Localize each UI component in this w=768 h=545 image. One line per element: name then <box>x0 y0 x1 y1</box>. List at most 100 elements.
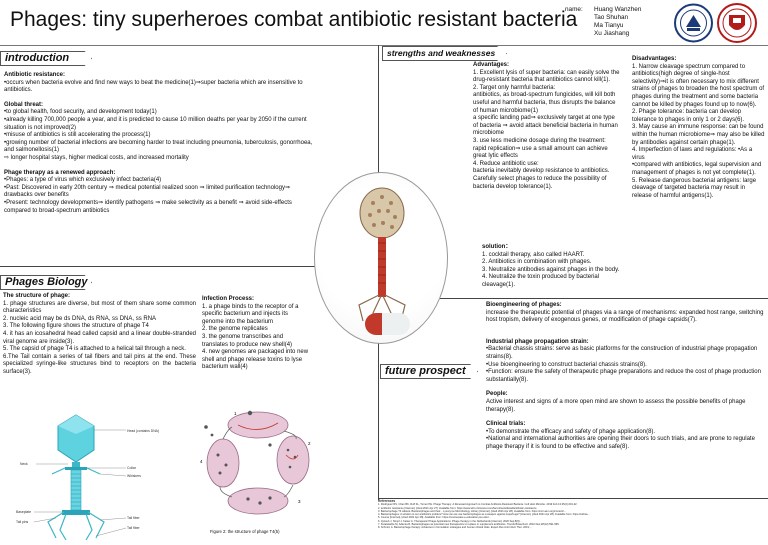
disadvantage-item: •compared with antibiotics, legal superv… <box>632 162 762 176</box>
t4-label: Tail fiber <box>127 526 140 530</box>
advantages-section: Advantages: 1. Excellent lysis of super … <box>473 62 620 191</box>
people-text: Active interest and signs of a more open… <box>486 398 746 413</box>
infection-step: 2. the genome replicates <box>202 326 268 333</box>
figure-caption: Figure 2: the structure of phage T4(5) <box>210 529 280 534</box>
bioengineering-heading: Bioengineering of phages: <box>486 302 562 308</box>
antibiotic-resistance-text: •occurs when bacteria evolve and find ne… <box>4 79 303 94</box>
capsid-head-icon <box>57 414 95 463</box>
industrial-strain-item: •Use bioengineering to construct bacteri… <box>486 361 647 368</box>
author-name: Xu Jiashang <box>594 30 630 37</box>
t4-label: Tail pins <box>16 520 29 524</box>
future-prospect-banner: future prospect <box>380 364 478 379</box>
clinical-trials-item: •National and international authorities … <box>486 436 755 450</box>
industrial-strain-item: •Bacterial chassis strains: serve as bas… <box>486 346 758 360</box>
infection-process-section: Infection Process: 1. a phage binds to t… <box>202 296 310 372</box>
disadvantage-item: 1. Narrow cleavage spectrum compared to … <box>632 63 765 108</box>
phage-structure-section: The structure of phage: 1. phage structu… <box>3 293 196 377</box>
university-seal-right-icon <box>716 3 757 43</box>
cycle-step-number: 4 <box>200 459 203 464</box>
author-name: Tao Shuhan <box>594 14 629 21</box>
antibiotic-resistance-heading: Antibiotic resistance: <box>4 72 66 78</box>
references-section: References 1. Rodriguez RS, Chan BK, Ruf… <box>378 499 763 530</box>
disadvantages-section: Disadvantages: 1. Narrow cleavage spectr… <box>632 56 766 200</box>
global-threat-heading: Global threat: <box>4 101 44 108</box>
structure-item: 4. it has an icosahedral head called cap… <box>3 330 196 345</box>
advantage-item: antibiotics, as broad-spectrum fungicide… <box>473 92 616 114</box>
references-heading: References <box>378 499 396 503</box>
clinical-trials-heading: Clinical trials: <box>486 421 526 428</box>
poster-title: Phages: tiny superheroes combat antibiot… <box>10 8 578 31</box>
advantage-item: 4. Reduce antibiotic use: <box>473 160 539 167</box>
phage-therapy-item: •Past: Discovered in early 20th century … <box>4 184 290 199</box>
phages-biology-banner: Phages Biology <box>0 275 92 290</box>
cycle-step-number: 1 <box>234 411 237 416</box>
advantage-item: a specific landing pad⇒ exclusively targ… <box>473 115 618 137</box>
people-heading: People: <box>486 391 508 398</box>
introduction-section: Antibiotic resistance: •occurs when bact… <box>4 72 314 215</box>
disadvantage-item: 2. Phage tolerance: bacteria can develop… <box>632 109 745 123</box>
structure-item: 5. The capsid of phage T4 is attached to… <box>3 346 186 353</box>
author-name: Ma Tianyu <box>594 22 624 29</box>
reference-item: 7. Kutateladze M, Adamia R. Bacteriophag… <box>378 523 560 527</box>
advantage-item: bacteria inevitably develop resistance t… <box>473 168 610 175</box>
author-name: Huang Wanzhen <box>594 6 642 13</box>
global-threat-item: •misuse of antibiotics is still accelera… <box>4 132 151 139</box>
global-threat-item: •already killing 700,000 people a year, … <box>4 116 307 131</box>
strengths-banner: strengths and weaknesses <box>382 46 507 61</box>
solution-item: 1. cocktail therapy, also called HAART. <box>482 251 585 258</box>
disadvantage-item: 3. May cause an immune response: can be … <box>632 124 765 146</box>
future-prospect-section: Bioengineering of phages: increase the t… <box>486 302 764 452</box>
bioengineering-text: increase the therapeutic potential of ph… <box>486 309 764 324</box>
t4-label: Whiskers <box>127 474 141 478</box>
industrial-strain-heading: Industrial phage propagation strain: <box>486 338 589 345</box>
phage-hero-illustration <box>314 172 448 344</box>
phage-t4-diagram: Head (contains DNA) Neck Collar Whiskers… <box>8 412 193 541</box>
solution-item: 4. Neutralize the toxin produced by bact… <box>482 274 600 288</box>
introduction-banner: introduction <box>0 51 92 66</box>
infection-step: 1. a phage binds to the receptor of a sp… <box>202 303 299 325</box>
t4-label: Collar <box>127 466 137 470</box>
reference-item: 1. Rodriguez RS, Chan BK, Ruff KL, Turne… <box>378 503 578 507</box>
reference-item: 8. Schmid, A. Bacteriophage therapy: Adv… <box>378 526 532 530</box>
infection-cycle-diagram: 4 2 1 3 Figure 2: the structure of phage… <box>198 405 318 537</box>
reference-item: 2. antibiotic resistance [Internet]. [ci… <box>378 506 537 510</box>
cycle-step-number: 3 <box>298 499 301 504</box>
advantage-item: Carefully select phages to reduce the po… <box>473 175 607 190</box>
reference-item: 6. Qutoub J, Nimpf J, Kaiser A. Therapeu… <box>378 519 523 523</box>
advantage-item: 1. Excellent lysis of super bacteria: ca… <box>473 69 620 84</box>
industrial-strain-item: •Function: ensure the safety of therapeu… <box>486 369 761 383</box>
clinical-trials-item: •To demonstrate the efficacy and safety … <box>486 428 656 435</box>
solution-item: 3. Neutralize antibodies against phages … <box>482 266 620 273</box>
reference-item: 3. Bacteriophage T4 wikiera. Bacteriopha… <box>378 509 566 513</box>
advantages-heading: Advantages: <box>473 62 510 68</box>
advantage-item: 2. Target only harmful bacteria: <box>473 84 556 91</box>
advantage-item: 3. use less medicine dosage during the t… <box>473 137 608 160</box>
author-list: name:Huang Wanzhen Tao Shuhan Ma Tianyu … <box>565 6 641 38</box>
global-threat-item: •to global health, food security, and de… <box>4 109 157 116</box>
reference-item: 4. Bacteriophages: A solution to our ant… <box>378 513 590 517</box>
t4-label: Neck <box>20 462 28 466</box>
phage-therapy-item: •Present: technology developments⇒ ident… <box>4 199 292 214</box>
pill-capsule-icon <box>365 313 410 335</box>
structure-item: 1. phage structures are diverse, but mos… <box>3 300 196 315</box>
university-seal-left-icon <box>674 3 713 43</box>
structure-item: 6.The Tail contain a series of tail fibe… <box>3 353 196 375</box>
phage-head-icon <box>359 187 405 239</box>
global-threat-item: ⇨ longer hospital stays, higher medical … <box>4 154 189 161</box>
author-label: name: <box>565 6 583 13</box>
global-threat-item: •growing number of bacterial infections … <box>4 139 313 154</box>
t4-label: Tail fiber <box>127 516 140 520</box>
structure-item: 3. The following figure shows the struct… <box>3 323 149 330</box>
solution-heading: solution： <box>482 244 512 250</box>
t4-label: Head (contains DNA) <box>127 429 159 433</box>
phage-therapy-item: •Phages: a type of virus which exclusive… <box>4 177 162 184</box>
disadvantages-heading: Disadvantages: <box>632 56 677 62</box>
solution-section: solution： 1. cocktail therapy, also call… <box>482 244 632 290</box>
infection-step: 4. new genomes are packaged into new she… <box>202 349 309 371</box>
cycle-step-number: 2 <box>308 441 311 446</box>
structure-heading: The structure of phage: <box>3 293 71 299</box>
structure-item: 2. nucleic acid may be ds DNA, ds RNA, s… <box>3 315 157 322</box>
disadvantage-item: 4. Imperfection of laws and regulations:… <box>632 147 753 161</box>
disadvantage-item: 5. Release dangerous bacterial antigens:… <box>632 177 757 199</box>
infection-step: 3. the genome transcribes and translates… <box>202 333 293 348</box>
